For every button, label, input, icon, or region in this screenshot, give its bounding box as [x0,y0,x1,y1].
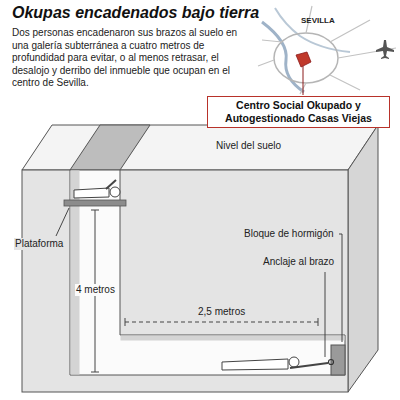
block-side-face [348,125,378,392]
dimension-label: 4 metros [75,284,116,296]
arm-anchor [329,360,334,365]
underground-section [22,125,378,392]
caption: Dos personas encadenaron sus brazos al s… [12,27,244,90]
dimension-tick [125,318,126,326]
head [110,187,120,197]
road [258,6,396,94]
dimension-tick [318,318,319,326]
arm [106,180,116,189]
person-in-gallery [222,357,328,370]
city-map [258,6,396,95]
title: Okupas encadenados bajo tierra [12,4,259,22]
leader-line [325,272,326,357]
dimension-label: 2,5 metros [197,306,246,318]
head [289,357,299,367]
ring-road [274,33,338,83]
shaft-opening [70,125,150,170]
ground-top-face [22,125,378,170]
airport-icon [376,40,394,59]
length-dimension [125,318,318,326]
body [222,359,288,370]
leader-line [56,208,69,236]
arm [290,363,328,368]
location-box: Centro Social Okupado y Autogestionado C… [207,96,390,128]
part-label: Bloque de hormigón [243,228,335,240]
map-label: SEVILLA [300,15,336,27]
dimension-tick [91,210,99,211]
city-center-area [296,52,311,67]
dimension-tick [91,372,99,373]
part-label: Anclaje al brazo [262,256,335,268]
location-name: Centro Social Okupado y Autogestionado C… [213,99,384,124]
person-on-platform [74,180,120,198]
river-branch [275,8,350,52]
platform [64,200,126,206]
body [74,188,109,198]
map-leader [303,66,304,95]
part-label: Plataforma [14,238,64,250]
leader-lines [56,208,342,357]
gallery-ceiling-shade [121,336,345,341]
dimension-line [125,322,318,323]
level-label: Nivel del suelo [215,140,282,152]
block-front-face [22,170,348,392]
leader-line [339,234,342,342]
